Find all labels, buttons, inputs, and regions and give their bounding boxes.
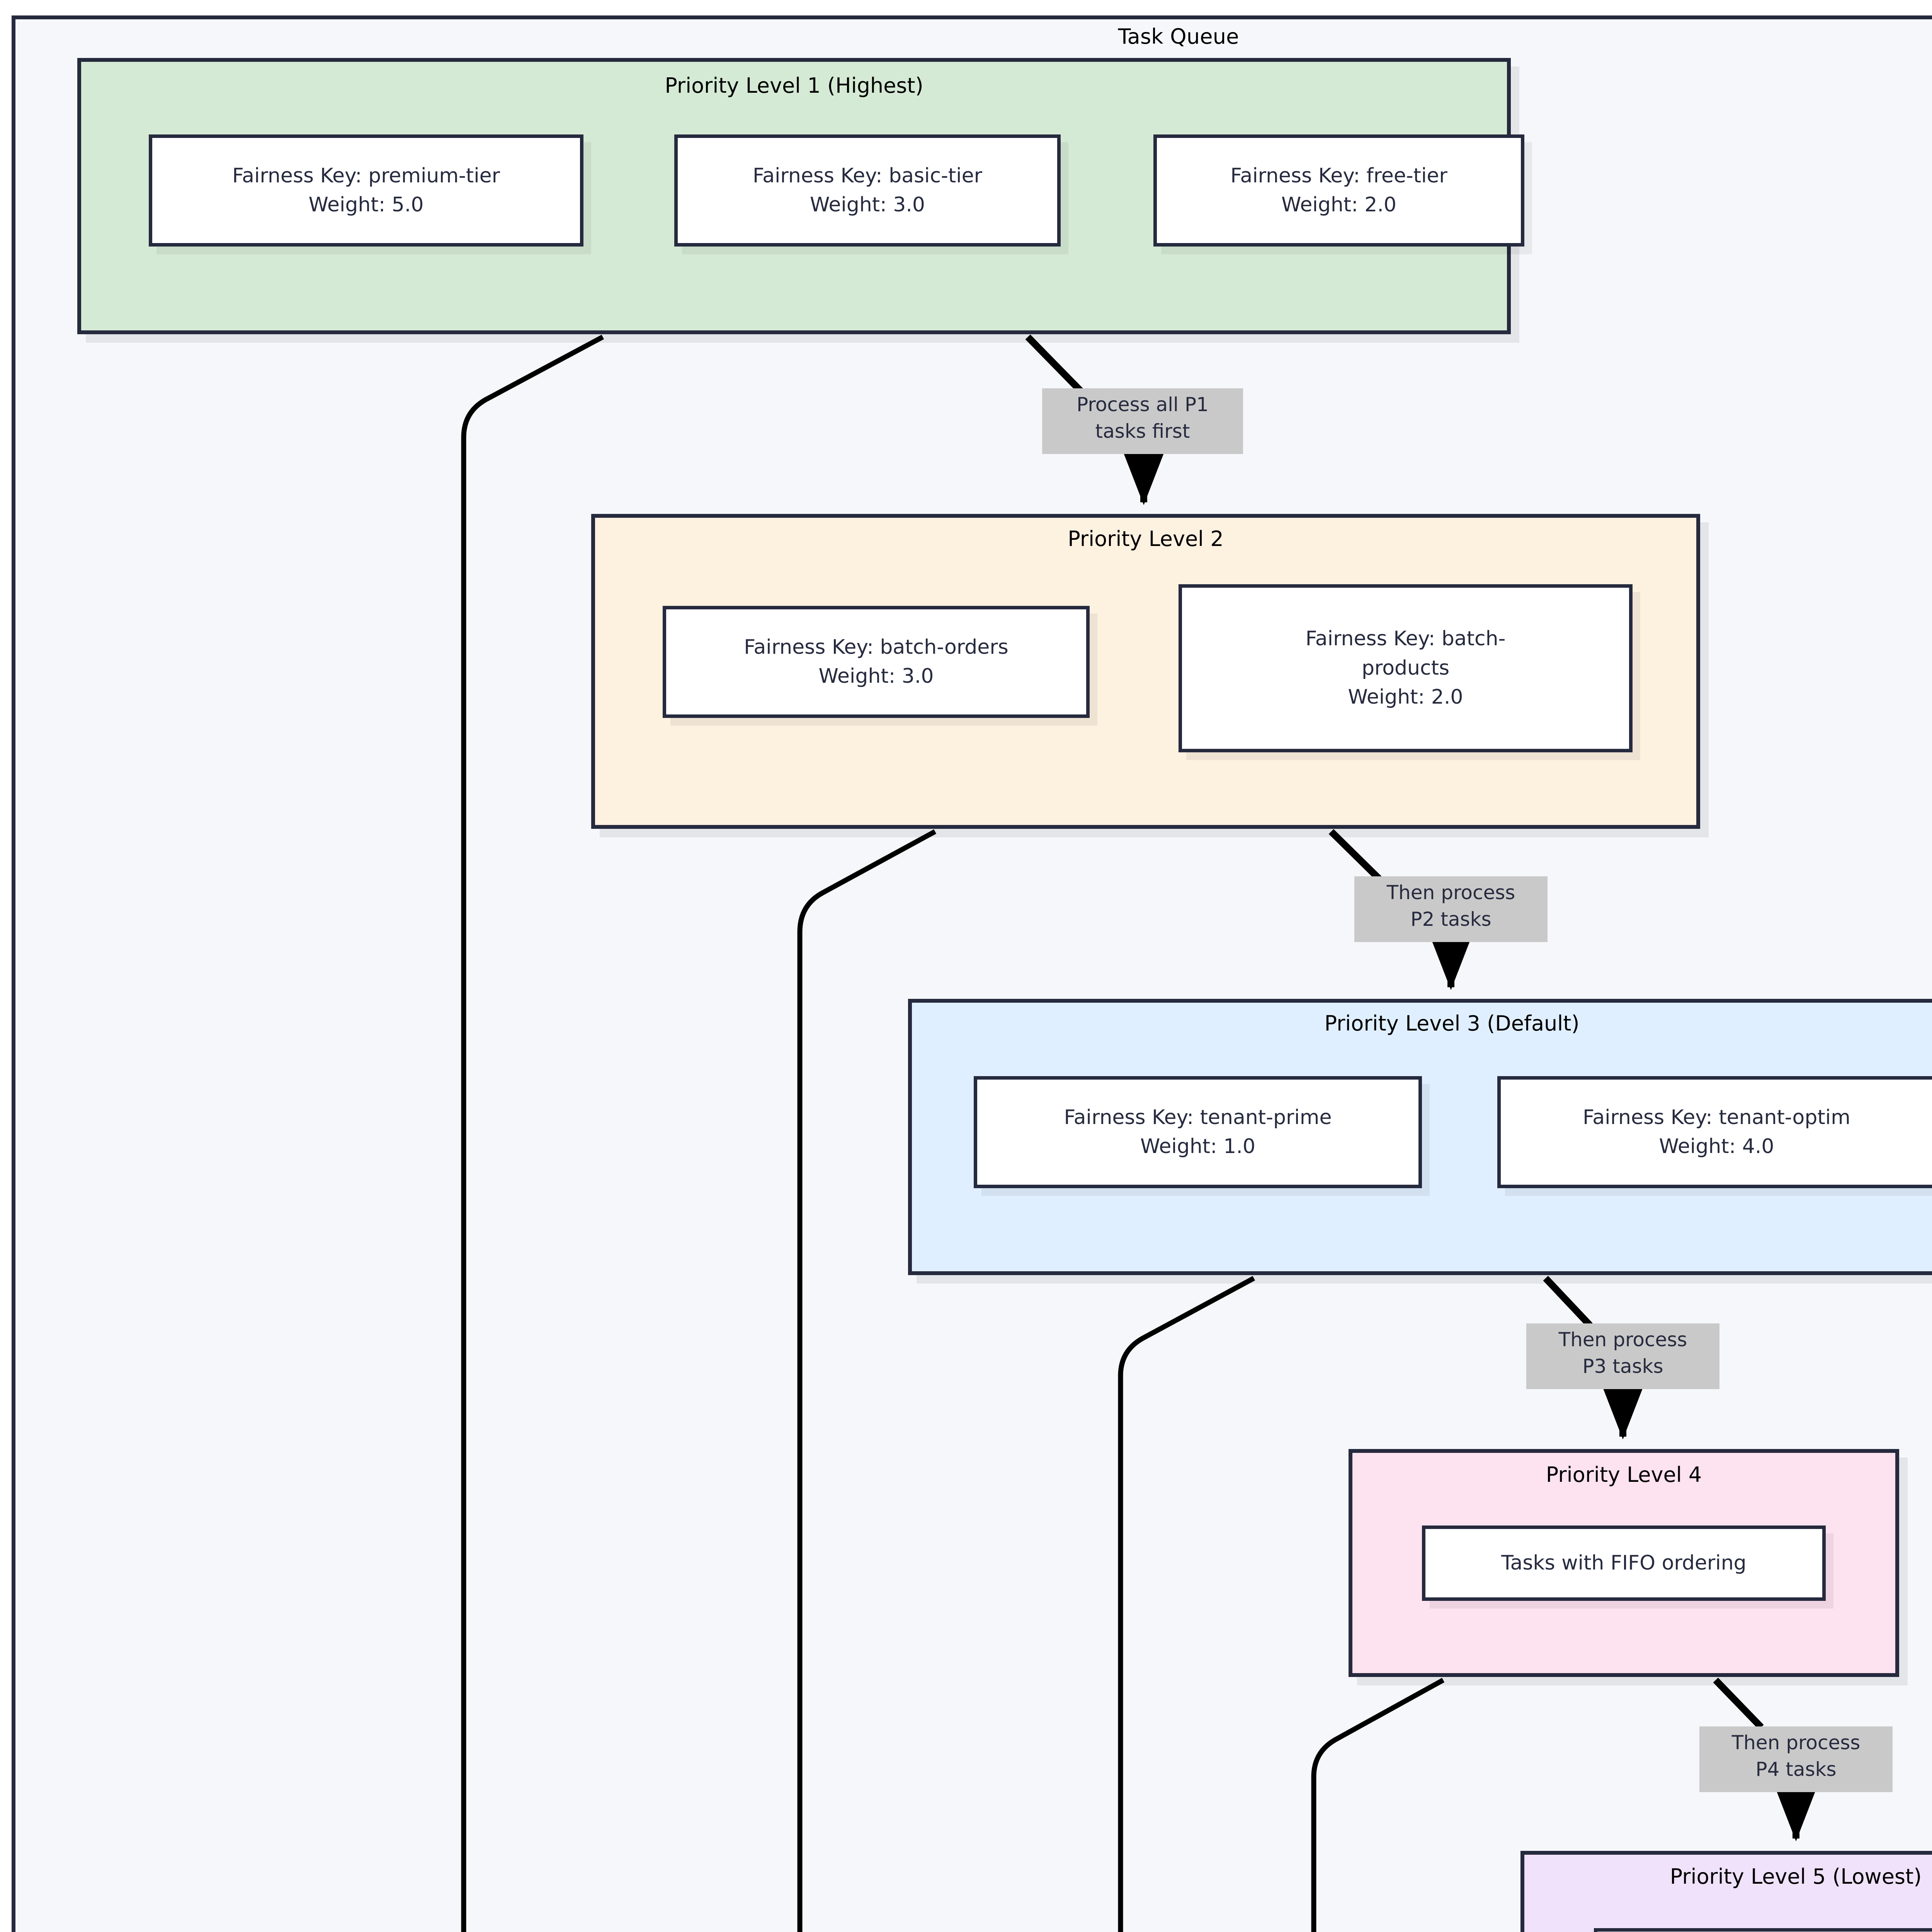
fairness-key-label-a: Fairness Key: batch- [1305,627,1506,651]
fifo-node-p4[interactable]: Tasks with FIFO ordering [1422,1526,1826,1601]
weight-label: Weight: 5.0 [308,193,424,216]
weight-label: Weight: 3.0 [818,665,934,688]
fairness-node-p2-orders[interactable]: Fairness Key: batch-orders Weight: 3.0 [663,606,1090,718]
edge-label-p2-to-p3: Then process P2 tasks [1354,876,1548,942]
fairness-node-p1-premium[interactable]: Fairness Key: premium-tier Weight: 5.0 [149,134,583,247]
level-title-p5: Priority Level 5 (Lowest) [1670,1864,1922,1889]
level-title-p3: Priority Level 3 (Default) [1324,1011,1580,1036]
fairness-key-label: Fairness Key: tenant-prime [1064,1105,1332,1129]
weight-label: Weight: 2.0 [1348,685,1463,709]
fairness-key-label-b: products [1361,656,1450,680]
fairness-node-p2-products[interactable]: Fairness Key: batch- products Weight: 2.… [1179,584,1633,752]
fairness-node-p3-optim[interactable]: Fairness Key: tenant-optim Weight: 4.0 [1497,1076,1932,1188]
weight-label: Weight: 4.0 [1659,1135,1774,1158]
fairness-node-p1-basic[interactable]: Fairness Key: basic-tier Weight: 3.0 [674,134,1061,247]
weight-label: Weight: 3.0 [810,193,925,216]
fairness-key-label: Fairness Key: batch-orders [744,635,1009,659]
edge-label-p1-to-p2: Process all P1 tasks first [1042,388,1243,454]
fairness-key-label: Fairness Key: tenant-optim [1583,1105,1850,1129]
fifo-label: Tasks with FIFO ordering [1501,1551,1747,1575]
fairness-key-label: Fairness Key: free-tier [1230,164,1447,187]
cluster-title-task-queue: Task Queue [1118,24,1239,49]
edge-label-p3-to-p4: Then process P3 tasks [1526,1323,1719,1389]
fairness-key-label: Fairness Key: basic-tier [752,164,983,187]
fifo-node-p5[interactable]: Tasks with FIFO ordering [1594,1928,1932,1932]
level-title-p2: Priority Level 2 [1068,527,1224,551]
fairness-key-label: Fairness Key: premium-tier [232,164,500,187]
edge-label-p4-to-p5: Then process P4 tasks [1699,1726,1893,1792]
level-container-p5 [1520,1851,1932,1932]
weight-label: Weight: 1.0 [1140,1135,1255,1158]
fairness-node-p1-free[interactable]: Fairness Key: free-tier Weight: 2.0 [1153,134,1524,247]
fairness-node-p3-prime[interactable]: Fairness Key: tenant-prime Weight: 1.0 [974,1076,1422,1188]
level-title-p4: Priority Level 4 [1546,1463,1702,1487]
weight-label: Weight: 2.0 [1281,193,1396,216]
level-title-p1: Priority Level 1 (Highest) [665,73,923,98]
